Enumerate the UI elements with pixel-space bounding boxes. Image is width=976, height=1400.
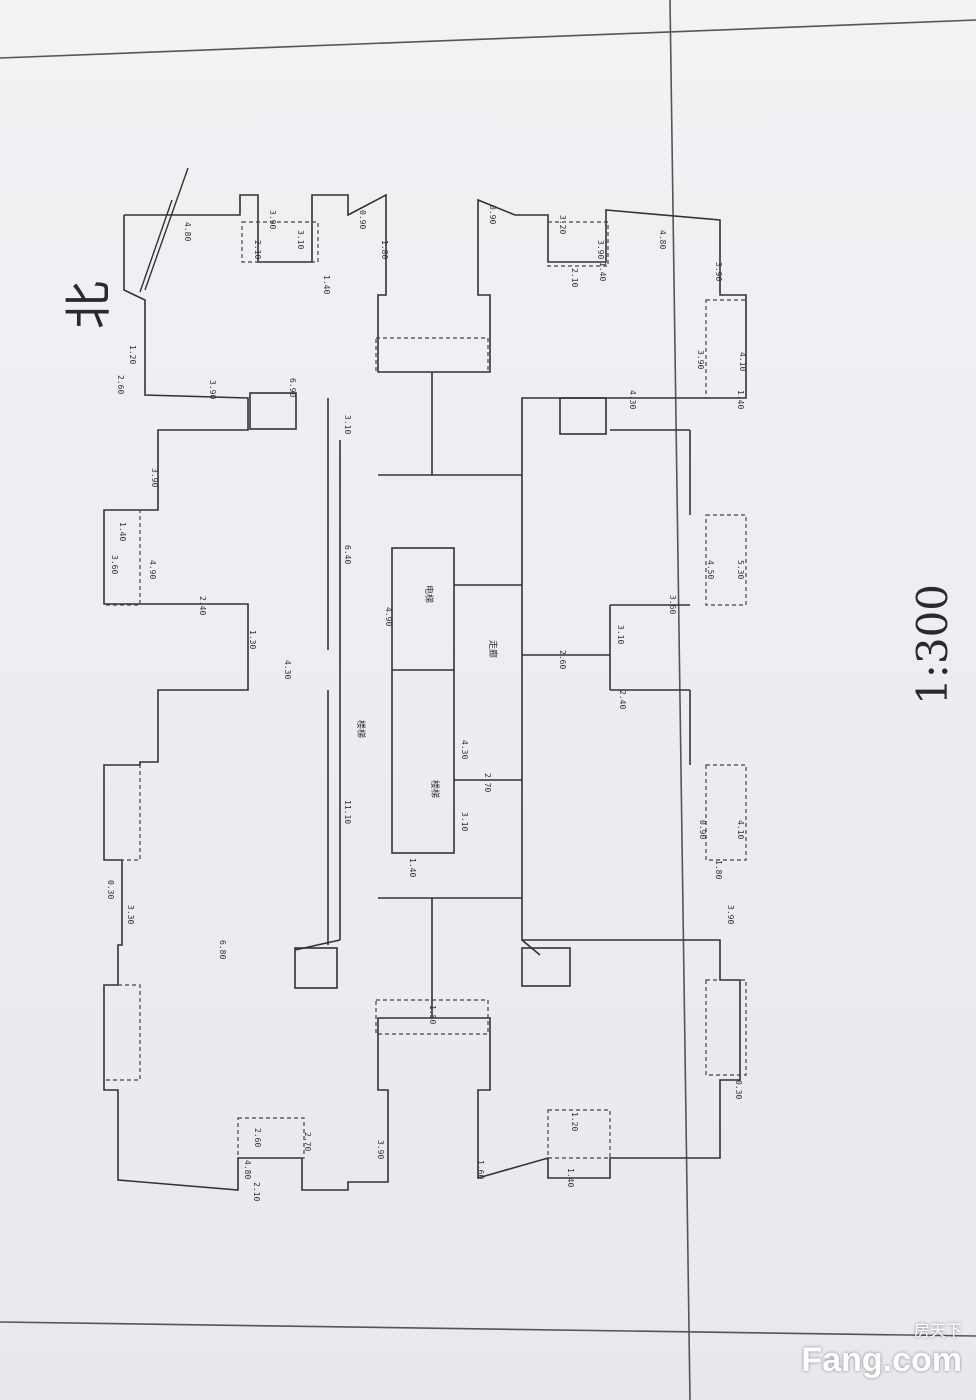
dimension-label: 3.90 <box>208 380 217 399</box>
dimension-label: 3.90 <box>376 1140 385 1159</box>
dimension-label: 4.80 <box>183 222 192 241</box>
dimension-label: 1.80 <box>714 860 723 879</box>
dimension-label: 3.10 <box>616 625 625 644</box>
balcony-outlines <box>103 221 747 1159</box>
dimension-label: 4.10 <box>736 820 745 839</box>
dimension-label: 2.10 <box>253 240 262 259</box>
dimension-labels: 4.80 3.90 3.10 2.10 0.90 1.80 1.40 3.20 3.90 1.40… <box>106 205 747 1201</box>
dimension-label: 1.20 <box>128 345 137 364</box>
dimension-label: 3.90 <box>726 905 735 924</box>
north-arrow <box>139 167 189 293</box>
dimension-label: 1.80 <box>380 240 389 259</box>
dimension-label: 1.40 <box>566 1168 575 1187</box>
dimension-label: 5.30 <box>736 560 745 579</box>
dimension-label: 1.40 <box>408 858 417 877</box>
dimension-label: 3.10 <box>343 415 352 434</box>
dimension-label: 3.90 <box>268 210 277 229</box>
dimension-label: 4.90 <box>148 560 157 579</box>
dimension-label: 1.40 <box>118 522 127 541</box>
dimension-label: 1.40 <box>736 390 745 409</box>
dimension-label: 4.50 <box>706 560 715 579</box>
dimension-label: 0.90 <box>488 205 497 224</box>
dimension-label: 1.20 <box>570 1112 579 1131</box>
dimension-label: 2.10 <box>252 1182 261 1201</box>
dimension-label: 4.80 <box>658 230 667 249</box>
dimension-label: 1.30 <box>248 630 257 649</box>
scale-label: 1:300 <box>908 583 958 706</box>
dimension-label: 1.40 <box>598 262 607 281</box>
dimension-label: 2.10 <box>570 268 579 287</box>
dimension-label: 4.30 <box>283 660 292 679</box>
dimension-label: 4.90 <box>384 607 393 626</box>
dimension-label: 0.90 <box>698 820 707 839</box>
watermark-main-text: Fang.com <box>801 1341 962 1379</box>
dimension-label: 4.30 <box>460 740 469 759</box>
dimension-label: 2.40 <box>198 596 207 615</box>
room-label: 楼梯 <box>355 720 367 738</box>
dimension-label: 6.90 <box>288 378 297 397</box>
watermark-logo: 房天下 Fang.com <box>801 1317 962 1380</box>
dimension-label: 3.90 <box>714 262 723 281</box>
dimension-label: 4.80 <box>243 1160 252 1179</box>
dimension-label: 6.40 <box>343 545 352 564</box>
dimension-label: 1.50 <box>428 1005 437 1024</box>
dimension-label: 4.30 <box>628 390 637 409</box>
dimension-label: 0.30 <box>106 880 115 899</box>
dimension-label: 11.10 <box>343 800 352 824</box>
room-label: 楼梯 <box>429 780 441 798</box>
dimension-label: 2.60 <box>558 650 567 669</box>
dimension-label: 3.10 <box>460 812 469 831</box>
building-outline <box>103 193 747 1191</box>
dimension-label: 3.30 <box>126 905 135 924</box>
dimension-label: 3.90 <box>150 468 159 487</box>
watermark-top-text: 房天下 <box>913 1321 962 1340</box>
dimension-label: 0.30 <box>734 1080 743 1099</box>
dimension-label: 2.60 <box>253 1128 262 1147</box>
dimension-label: 3.10 <box>296 230 305 249</box>
dimension-label: 3.20 <box>558 215 567 234</box>
dimension-label: 3.90 <box>596 240 605 259</box>
north-mark: 北 <box>61 280 118 330</box>
room-label: 走廊 <box>487 640 499 658</box>
dimension-label: 3.90 <box>696 350 705 369</box>
dimension-label: 2.70 <box>483 773 492 792</box>
dimension-label: 6.80 <box>218 940 227 959</box>
dimension-label: 1.60 <box>476 1160 485 1179</box>
dimension-label: 1.40 <box>322 275 331 294</box>
dimension-label: 3.60 <box>668 595 677 614</box>
dimension-label: 0.90 <box>358 210 367 229</box>
dimension-label: 2.70 <box>303 1132 312 1151</box>
dimension-label: 2.60 <box>116 375 125 394</box>
dimension-label: 3.60 <box>110 555 119 574</box>
room-label: 电梯 <box>423 585 435 603</box>
dimension-label: 2.40 <box>618 690 627 709</box>
dimension-label: 4.10 <box>738 352 747 371</box>
